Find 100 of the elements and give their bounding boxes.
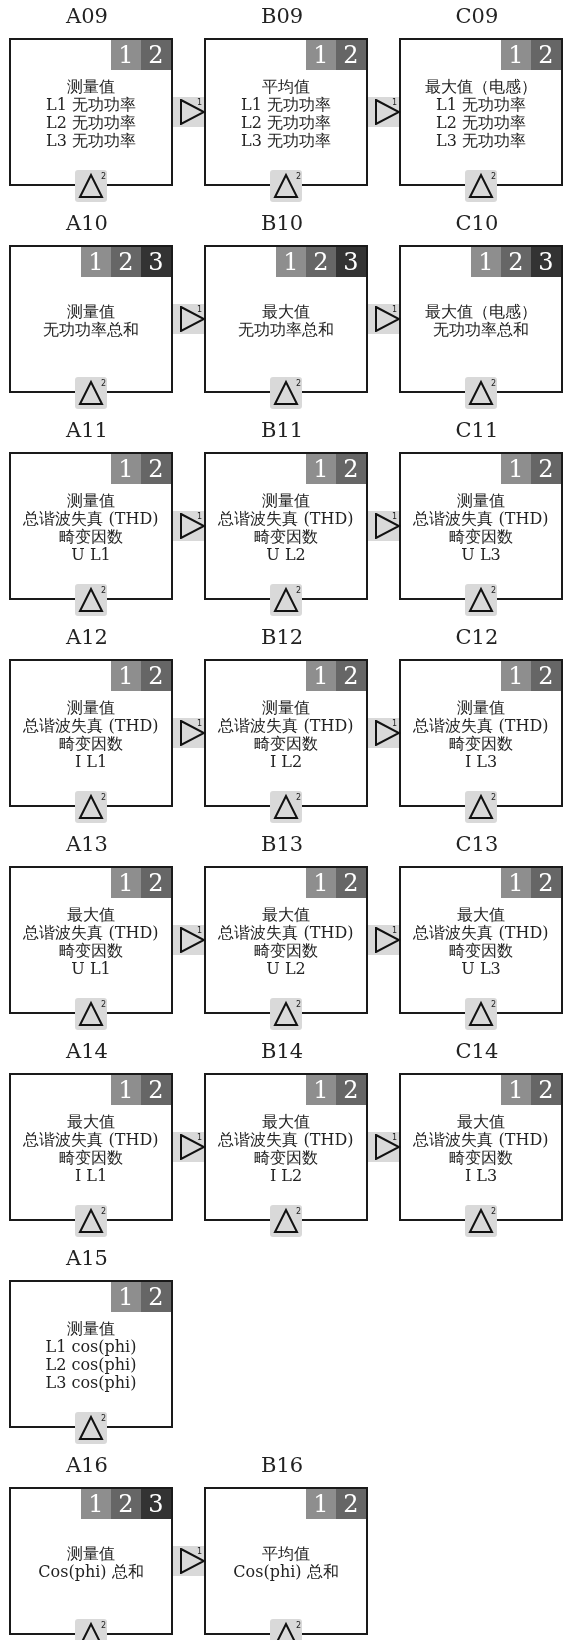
tab-number: 2 (141, 868, 171, 898)
value-text: L3 cos(phi) (45, 1374, 137, 1392)
tab-number: 1 (111, 454, 141, 484)
key-label: 2 (296, 379, 302, 388)
arrow-key (368, 1132, 400, 1162)
tab-number: 1 (276, 247, 306, 277)
screen-heading: 测量值 (262, 492, 310, 510)
key-label: 2 (296, 1000, 302, 1009)
value-text: L3 无功功率 (436, 132, 526, 150)
tab-number: 2 (111, 247, 141, 277)
screen-heading: 最大值 (67, 1113, 115, 1131)
value-text: L1 无功功率 (436, 96, 526, 114)
screen-title: A12 (66, 625, 108, 649)
value-text: 总谐波失真 (THD) (218, 924, 354, 942)
key-label: 2 (101, 1621, 107, 1630)
value-text: 畸变因数 (59, 735, 123, 753)
tab-number: 1 (306, 661, 336, 691)
edge-label: 1 (197, 1547, 203, 1556)
value-text: U L3 (461, 546, 501, 564)
edge-label: 1 (197, 305, 203, 314)
key-label: 2 (296, 1207, 302, 1216)
value-text: 总谐波失真 (THD) (218, 510, 354, 528)
edge-label: 1 (197, 926, 203, 935)
screen-title: C14 (455, 1039, 499, 1063)
screen-heading: 测量值 (67, 303, 115, 321)
value-text: 畸变因数 (254, 1149, 318, 1167)
screen-heading: 最大值（电感） (425, 78, 537, 96)
edge-label: 1 (197, 512, 203, 521)
value-text: I L3 (464, 753, 498, 771)
arrow-key (368, 97, 400, 127)
value-text: L2 无功功率 (436, 114, 526, 132)
value-text: 无功功率总和 (43, 321, 139, 339)
screen-heading: 最大值 (262, 1113, 310, 1131)
tab-number: 2 (336, 1075, 366, 1105)
screen-heading: 最大值（电感） (425, 303, 537, 321)
tab-number: 1 (501, 1075, 531, 1105)
tab-number: 2 (111, 1489, 141, 1519)
value-text: 无功功率总和 (433, 321, 529, 339)
screen-title: C13 (455, 832, 499, 856)
screen-title: B14 (261, 1039, 304, 1063)
value-text: 畸变因数 (449, 735, 513, 753)
screen-title: B11 (261, 418, 304, 442)
screen-heading: 测量值 (67, 699, 115, 717)
arrow-key (173, 1546, 205, 1576)
value-text: I L1 (74, 1167, 108, 1185)
arrow-key (368, 304, 400, 334)
value-text: L3 无功功率 (46, 132, 136, 150)
tab-number: 2 (336, 1489, 366, 1519)
value-text: 畸变因数 (59, 528, 123, 546)
value-text: L3 无功功率 (241, 132, 331, 150)
tab-number: 1 (501, 40, 531, 70)
tab-number: 1 (471, 247, 501, 277)
tab-number: 3 (531, 247, 561, 277)
value-text: I L2 (269, 1167, 303, 1185)
tab-number: 2 (141, 454, 171, 484)
value-text: 总谐波失真 (THD) (413, 717, 549, 735)
value-text: L1 无功功率 (241, 96, 331, 114)
key-label: 2 (296, 793, 302, 802)
value-text: U L2 (266, 960, 306, 978)
key-label: 2 (101, 1207, 107, 1216)
tab-number: 2 (336, 661, 366, 691)
key-label: 2 (491, 1207, 497, 1216)
value-text: U L2 (266, 546, 306, 564)
tab-number: 1 (81, 1489, 111, 1519)
tab-number: 2 (531, 454, 561, 484)
value-text: 总谐波失真 (THD) (413, 510, 549, 528)
screen-title: A16 (66, 1453, 108, 1477)
key-label: 2 (296, 172, 302, 181)
screen-title: C11 (455, 418, 499, 442)
tab-number: 1 (501, 868, 531, 898)
tab-number: 1 (306, 1489, 336, 1519)
screen-title: A14 (66, 1039, 108, 1063)
value-text: Cos(phi) 总和 (38, 1563, 144, 1581)
tab-number: 1 (81, 247, 111, 277)
key-label: 2 (491, 1000, 497, 1009)
value-text: 畸变因数 (59, 942, 123, 960)
arrow-key (173, 1132, 205, 1162)
tab-number: 2 (141, 40, 171, 70)
tab-number: 2 (141, 1282, 171, 1312)
value-text: 总谐波失真 (THD) (23, 924, 159, 942)
key-label: 2 (491, 172, 497, 181)
screen-heading: 最大值 (457, 906, 505, 924)
value-text: 畸变因数 (59, 1149, 123, 1167)
screen-heading: 测量值 (67, 1320, 115, 1338)
value-text: 总谐波失真 (THD) (413, 1131, 549, 1149)
screen-heading: 测量值 (457, 699, 505, 717)
value-text: 总谐波失真 (THD) (23, 510, 159, 528)
screen-title: B09 (261, 4, 304, 28)
value-text: 畸变因数 (449, 528, 513, 546)
value-text: L1 cos(phi) (45, 1338, 137, 1356)
value-text: I L3 (464, 1167, 498, 1185)
screen-title: A13 (66, 832, 108, 856)
value-text: L2 无功功率 (46, 114, 136, 132)
value-text: Cos(phi) 总和 (233, 1563, 339, 1581)
edge-label: 1 (392, 926, 398, 935)
value-text: I L1 (74, 753, 108, 771)
tab-number: 2 (501, 247, 531, 277)
tab-number: 1 (111, 661, 141, 691)
value-text: 畸变因数 (449, 1149, 513, 1167)
key-label: 2 (101, 1414, 107, 1423)
